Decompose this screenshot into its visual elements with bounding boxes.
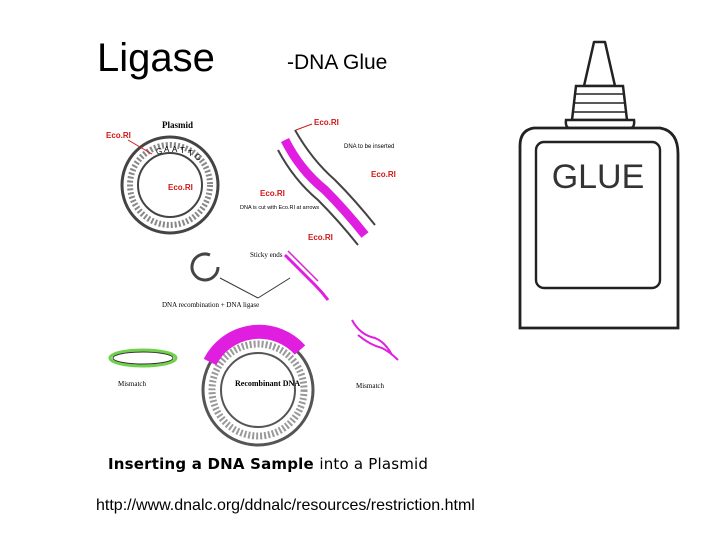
cut-plasmid	[190, 252, 220, 282]
base-t: T	[180, 146, 185, 155]
ecori-label-2: Eco.RI	[168, 183, 193, 192]
plasmid-diagram: G A A T T C Eco.RI Plasmid Eco.RI Eco.RI…	[100, 110, 420, 480]
ecori-label-5: Eco.RI	[260, 189, 285, 198]
ecori-label-3: Eco.RI	[314, 118, 339, 127]
ecori-label-1: Eco.RI	[106, 131, 131, 140]
mismatch-label-right: Mismatch	[356, 382, 384, 390]
diagram-caption: Inserting a DNA Sample into a Plasmid	[108, 455, 428, 473]
dna-insert-label: DNA to be inserted	[344, 144, 394, 150]
mismatch-strands	[351, 319, 399, 361]
mismatch-label-left: Mismatch	[118, 380, 146, 388]
ecori-label-4: Eco.RI	[371, 170, 396, 179]
insert-dna-strand	[277, 129, 376, 246]
ecori-label-6: Eco.RI	[308, 233, 333, 242]
slide-subtitle: -DNA Glue	[287, 51, 388, 74]
base-c: C	[195, 153, 201, 162]
slide-title: Ligase	[97, 36, 215, 80]
plasmid-label: Plasmid	[162, 120, 193, 130]
base-a2: A	[172, 145, 178, 154]
plasmid-ring: G A A T T C	[120, 135, 220, 235]
mismatch-plasmid	[108, 348, 178, 368]
source-url[interactable]: http://www.dnalc.org/ddnalc/resources/re…	[96, 497, 475, 514]
dna-cut-label: DNA is cut with Eco.RI at arrows	[240, 205, 319, 211]
glue-label: GLUE	[552, 158, 645, 196]
recombinant-plasmid	[201, 324, 315, 447]
recombination-label: DNA recombination + DNA ligase	[162, 301, 259, 309]
recombinant-label: Recombinant DNA	[235, 379, 300, 388]
sticky-dna-fragment	[283, 250, 330, 301]
base-a: A	[164, 145, 170, 154]
base-g: G	[156, 147, 162, 156]
glue-bottle: GLUE	[510, 36, 680, 336]
caption-bold: Inserting a DNA Sample	[108, 455, 314, 473]
base-t2: T	[188, 149, 193, 158]
sticky-ends-label: Sticky ends	[250, 251, 283, 259]
caption-rest: into a Plasmid	[319, 455, 429, 473]
